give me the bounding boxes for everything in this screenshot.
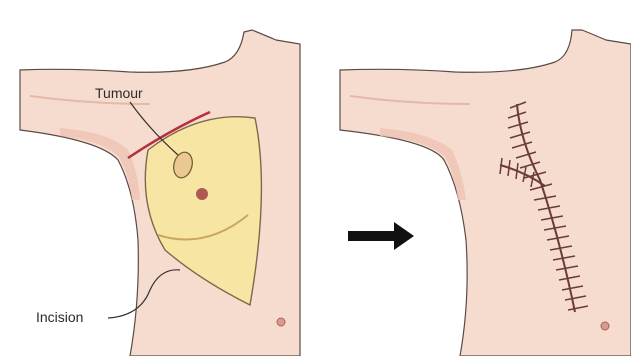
right-arrow-icon	[348, 222, 414, 250]
tumour-label: Tumour	[95, 85, 143, 101]
after-panel	[340, 30, 631, 356]
before-panel: Tumour Incision	[20, 30, 300, 356]
left-lower-mark	[277, 318, 285, 326]
right-lower-mark	[601, 322, 609, 330]
incision-label: Incision	[36, 309, 83, 325]
right-torso-skin	[340, 30, 631, 356]
left-nipple	[196, 188, 208, 200]
